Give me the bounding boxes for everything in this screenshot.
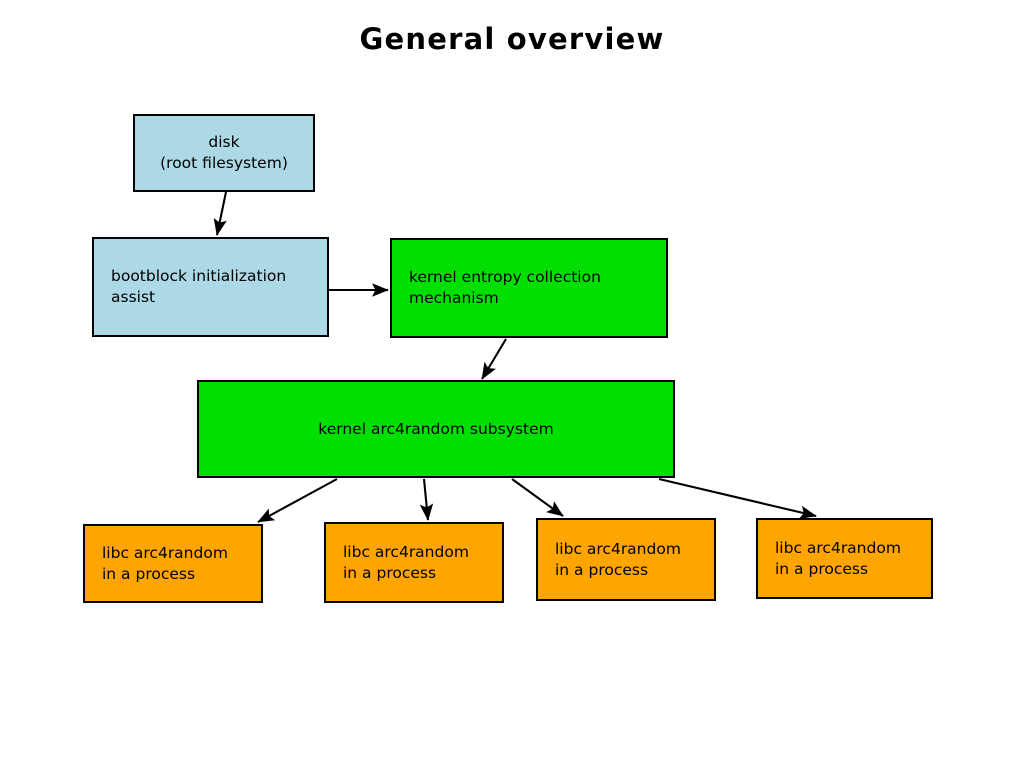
edge-entropy-to-arc4random [481, 338, 507, 380]
node-label-libc-process-4: libc arc4random in a process [775, 538, 901, 578]
node-label-kernel-entropy: kernel entropy collection mechanism [409, 268, 601, 307]
edge-arc4random-to-process-2 [419, 478, 434, 521]
node-libc-process-1[interactable]: libc arc4random in a process [83, 524, 263, 603]
edge-arc4random-to-process-4 [658, 477, 817, 519]
node-label-kernel-arc4random: kernel arc4random subsystem [318, 419, 554, 438]
node-label-libc-process-2: libc arc4random in a process [343, 542, 469, 582]
edge-arc4random-to-process-3 [511, 478, 564, 517]
edge-disk-to-bootblock [213, 191, 228, 236]
node-libc-process-3[interactable]: libc arc4random in a process [536, 518, 716, 601]
node-label-disk: disk (root filesystem) [160, 133, 288, 172]
node-libc-process-4[interactable]: libc arc4random in a process [756, 518, 933, 599]
node-label-bootblock: bootblock initialization assist [111, 267, 287, 306]
node-label-libc-process-3: libc arc4random in a process [555, 539, 681, 579]
node-label-libc-process-1: libc arc4random in a process [102, 543, 228, 583]
edge-arc4random-to-process-1 [257, 478, 338, 523]
node-libc-process-2[interactable]: libc arc4random in a process [324, 522, 504, 603]
node-kernel-arc4random[interactable]: kernel arc4random subsystem [197, 380, 675, 478]
node-kernel-entropy[interactable]: kernel entropy collection mechanism [390, 238, 668, 338]
node-disk[interactable]: disk (root filesystem) [133, 114, 315, 192]
node-bootblock[interactable]: bootblock initialization assist [92, 237, 329, 337]
page-title: General overview [359, 22, 665, 56]
